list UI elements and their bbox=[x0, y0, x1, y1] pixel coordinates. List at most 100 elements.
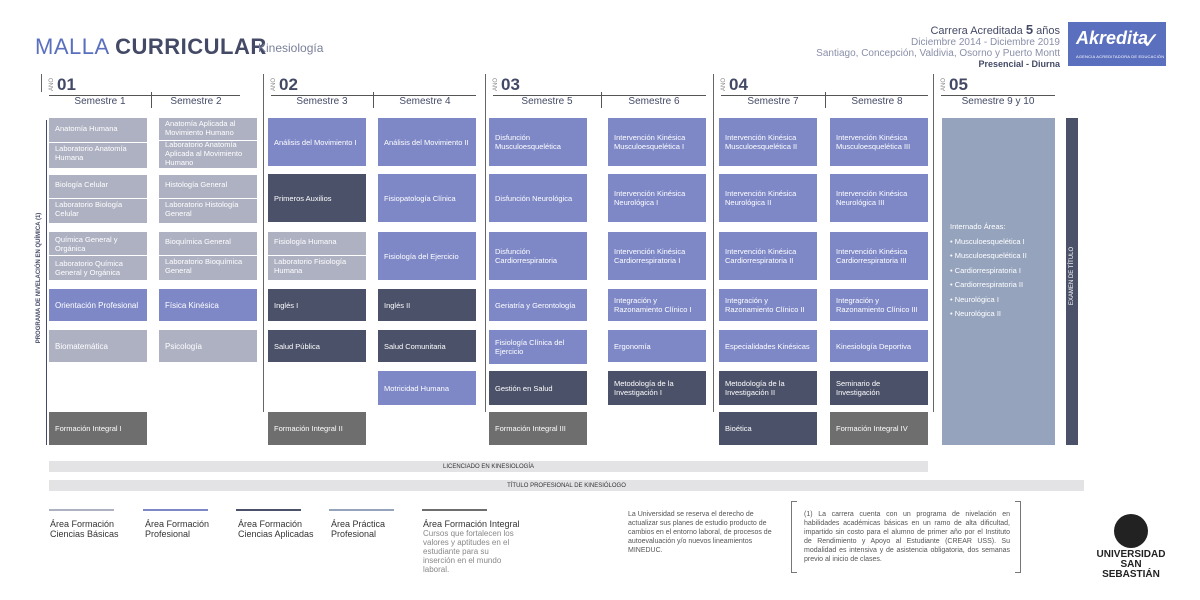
course-group: Fisiología Humana Laboratorio Fisiología… bbox=[268, 232, 366, 280]
course-card[interactable]: Laboratorio Fisiología Humana bbox=[274, 256, 347, 275]
year-number: 05 bbox=[949, 75, 968, 94]
course-group: Anatomía Aplicada al Movimiento Humano L… bbox=[159, 118, 257, 168]
course-card[interactable]: Metodología de la Investigación II bbox=[719, 371, 817, 405]
course-card[interactable]: Geriatría y Gerontología bbox=[489, 289, 587, 321]
semester-divider bbox=[825, 92, 826, 108]
course-card[interactable]: Especialidades Kinésicas bbox=[719, 330, 817, 362]
course-card[interactable]: Disfunción Musculoesquelética bbox=[489, 118, 587, 166]
internship-area: • Musculoesquelética I bbox=[950, 236, 1025, 246]
bracket-right bbox=[1015, 501, 1021, 573]
course-card[interactable]: Histología General bbox=[165, 180, 228, 190]
course-group: Histología General Laboratorio Histologí… bbox=[159, 175, 257, 223]
accreditation-info: Carrera Acreditada 5 años Diciembre 2014… bbox=[816, 23, 1060, 70]
page-title: MALLA CURRICULAR bbox=[35, 34, 267, 60]
course-card[interactable]: Anatomía Humana bbox=[55, 123, 118, 133]
course-card[interactable]: Fisiología Clínica del Ejercicio bbox=[489, 330, 587, 364]
course-card[interactable]: Metodología de la Investigación I bbox=[608, 371, 706, 405]
course-card[interactable]: Fisiología del Ejercicio bbox=[378, 232, 476, 280]
course-card[interactable]: Formación Integral IV bbox=[830, 412, 928, 445]
course-card[interactable]: Integración y Razonamiento Clínico III bbox=[830, 289, 928, 321]
course-card[interactable]: Fisiología Humana bbox=[274, 237, 337, 247]
course-card[interactable]: Intervención Kinésica Neurológica III bbox=[830, 174, 928, 222]
course-card[interactable]: Laboratorio Bioquímica General bbox=[165, 256, 243, 275]
divider bbox=[49, 255, 147, 256]
course-card[interactable]: Laboratorio Anatomía Humana bbox=[55, 144, 127, 163]
course-card[interactable]: Inglés I bbox=[268, 289, 366, 321]
course-card[interactable]: Intervención Kinésica Cardiorrespiratori… bbox=[608, 232, 706, 280]
course-card[interactable]: Kinesiología Deportiva bbox=[830, 330, 928, 362]
legend-label: Profesional bbox=[331, 529, 377, 539]
course-card[interactable]: Biología Celular bbox=[55, 180, 108, 190]
course-card[interactable]: Laboratorio Biología Celular bbox=[55, 199, 123, 218]
course-card[interactable]: Psicología bbox=[159, 330, 257, 362]
legend-label: Área Formación bbox=[50, 519, 115, 529]
semester-label: Semestre 7 bbox=[721, 95, 825, 110]
thesis-exam-card[interactable]: EXAMEN DE TÍTULO bbox=[1066, 118, 1078, 445]
semester-divider bbox=[601, 92, 602, 108]
legend-label: Área Formación Integral bbox=[423, 519, 520, 529]
course-card[interactable]: Intervención Kinésica Musculoesquelética… bbox=[719, 118, 817, 166]
course-group: Bioquímica General Laboratorio Bioquímic… bbox=[159, 232, 257, 280]
course-card[interactable]: Disfunción Cardiorrespiratoria bbox=[489, 232, 587, 280]
year-number: 03 bbox=[501, 75, 520, 94]
year-divider bbox=[933, 74, 934, 412]
semester-label: Semestre 9 y 10 bbox=[941, 95, 1055, 110]
legend-label: Profesional bbox=[145, 529, 191, 539]
accreditation-period: Diciembre 2014 - Diciembre 2019 bbox=[911, 37, 1060, 48]
year-prefix: AÑO bbox=[493, 78, 499, 92]
course-card[interactable]: Disfunción Neurológica bbox=[489, 174, 587, 222]
course-card[interactable]: Ergonomía bbox=[608, 330, 706, 362]
course-card[interactable]: Formación Integral II bbox=[268, 412, 366, 445]
internship-card[interactable]: Internado Áreas: • Musculoesquelética I … bbox=[942, 118, 1055, 445]
course-card[interactable]: Intervención Kinésica Musculoesquelética… bbox=[830, 118, 928, 166]
course-card[interactable]: Anatomía Aplicada al Movimiento Humano bbox=[165, 119, 236, 138]
course-card[interactable]: Intervención Kinésica Neurológica I bbox=[608, 174, 706, 222]
year-number: 01 bbox=[57, 75, 76, 94]
university-logo-icon bbox=[1114, 514, 1148, 548]
career-name: Kinesiología bbox=[258, 41, 324, 55]
semester-label: Semestre 1 bbox=[49, 95, 151, 110]
course-card[interactable]: Análisis del Movimiento I bbox=[268, 118, 366, 166]
course-card[interactable]: Integración y Razonamiento Clínico II bbox=[719, 289, 817, 321]
course-card[interactable]: Intervención Kinésica Cardiorrespiratori… bbox=[719, 232, 817, 280]
divider bbox=[159, 255, 257, 256]
course-group: Biología Celular Laboratorio Biología Ce… bbox=[49, 175, 147, 223]
semester-divider bbox=[151, 92, 152, 108]
year-prefix: AÑO bbox=[271, 78, 277, 92]
course-card[interactable]: Salud Pública bbox=[268, 330, 366, 362]
legend-swatch bbox=[422, 509, 487, 511]
course-card[interactable]: Formación Integral I bbox=[49, 412, 147, 445]
course-card[interactable]: Intervención Kinésica Neurológica II bbox=[719, 174, 817, 222]
course-card[interactable]: Laboratorio Química General y Orgánica bbox=[55, 259, 123, 277]
course-card[interactable]: Bioética bbox=[719, 412, 817, 445]
legend-swatch bbox=[329, 509, 394, 511]
course-card[interactable]: Formación Integral III bbox=[489, 412, 587, 445]
course-card[interactable]: Bioquímica General bbox=[165, 237, 231, 247]
course-card[interactable]: Análisis del Movimiento II bbox=[378, 118, 476, 166]
course-card[interactable]: Laboratorio Anatomía Aplicada al Movimie… bbox=[165, 139, 243, 167]
course-card[interactable]: Integración y Razonamiento Clínico I bbox=[608, 289, 706, 321]
course-card[interactable]: Laboratorio Histología General bbox=[165, 199, 239, 218]
akredita-logo: Akredita ✓ AGENCIA ACREDITADORA DE EDUCA… bbox=[1068, 22, 1166, 66]
course-card[interactable]: Motricidad Humana bbox=[378, 371, 476, 405]
divider bbox=[49, 142, 147, 143]
course-card[interactable]: Fisiopatología Clínica bbox=[378, 174, 476, 222]
course-card[interactable]: Seminario de Investigación bbox=[830, 371, 928, 405]
university-note: La Universidad se reserva el derecho de … bbox=[628, 511, 772, 554]
course-card[interactable]: Química General y Orgánica bbox=[55, 235, 118, 253]
course-card[interactable]: Salud Comunitaria bbox=[378, 330, 476, 362]
course-card[interactable]: Primeros Auxilios bbox=[268, 174, 366, 222]
legend-label: Ciencias Aplicadas bbox=[238, 529, 314, 539]
course-card[interactable]: Biomatemática bbox=[49, 330, 147, 362]
title-light: MALLA bbox=[35, 34, 109, 59]
legend-label: Área Formación bbox=[238, 519, 303, 529]
course-card[interactable]: Orientación Profesional bbox=[49, 289, 147, 321]
course-card[interactable]: Intervención Kinésica Cardiorrespiratori… bbox=[830, 232, 928, 280]
course-card[interactable]: Inglés II bbox=[378, 289, 476, 321]
course-card[interactable]: Gestión en Salud bbox=[489, 371, 587, 405]
title-bar: TÍTULO PROFESIONAL DE KINESIÓLOGO bbox=[49, 480, 1084, 491]
course-card[interactable]: Física Kinésica bbox=[159, 289, 257, 321]
course-card[interactable]: Intervención Kinésica Musculoesquelética… bbox=[608, 118, 706, 166]
